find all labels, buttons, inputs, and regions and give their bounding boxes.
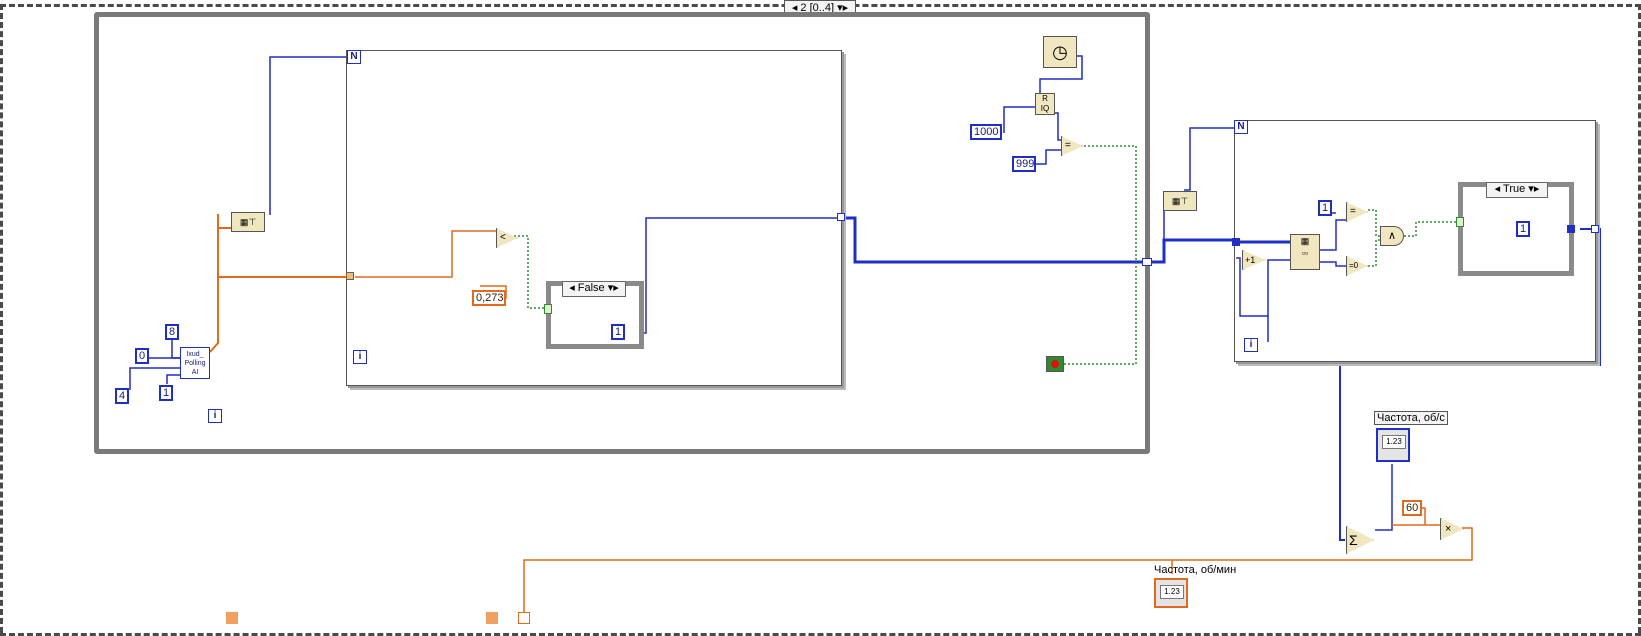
freq-rps-value: 1.23: [1382, 435, 1406, 449]
loop-count-n-right: N: [1234, 120, 1248, 134]
timeout-constant[interactable]: 1000: [970, 124, 1002, 140]
sequence-selector-label: 2 [0..4]: [800, 2, 835, 14]
constant-0[interactable]: 0: [135, 348, 149, 364]
freq-rpm-indicator[interactable]: 1.23: [1154, 578, 1188, 608]
sequence-bottom-border: [0, 622, 1641, 636]
inner-true-constant-1[interactable]: 1: [1516, 221, 1530, 237]
stop-dot-icon: [1051, 360, 1059, 368]
multiplier-constant-60[interactable]: 60: [1402, 500, 1422, 516]
sequence-tunnel-1: [226, 612, 238, 624]
index-array-node: ▦▫▫: [1290, 234, 1320, 270]
constant-4[interactable]: 4: [115, 388, 129, 404]
case-constant-1[interactable]: 1: [611, 324, 625, 340]
case-label-false: False: [577, 282, 605, 294]
tunnel-out-right: [1567, 225, 1575, 233]
stop-button-icon[interactable]: [1046, 356, 1064, 372]
freq-rpm-label: Частота, об/мин: [1154, 564, 1237, 576]
constant-8[interactable]: 8: [165, 324, 179, 340]
freq-rps-label: Частота, об/с: [1374, 411, 1448, 425]
case-selector-true[interactable]: ◂ True ▾▸: [1486, 182, 1548, 198]
freq-rps-indicator[interactable]: 1.23: [1376, 428, 1410, 462]
polling-ai-subvi[interactable]: Ixud_ Polling AI: [180, 347, 210, 379]
constant-1[interactable]: 1: [159, 385, 173, 401]
case-selector-terminal: [544, 304, 552, 314]
shift-register-left: [1232, 238, 1240, 246]
tunnel-in: [346, 272, 354, 280]
while-tunnel-out: [1142, 258, 1152, 266]
prev-arrow-icon[interactable]: ◂: [791, 2, 798, 14]
array-to-waveform-right-icon: ▦⊤: [1163, 191, 1197, 211]
count-constant[interactable]: 999: [1012, 156, 1036, 172]
case-selector-false[interactable]: ◂ False ▾▸: [562, 281, 626, 297]
loop-tunnel-right: [1591, 225, 1599, 233]
dropdown-arrow-icon[interactable]: ▾▸: [837, 2, 849, 14]
right-constant-1[interactable]: 1: [1318, 200, 1332, 216]
clock-icon: ◷: [1043, 36, 1077, 68]
case-label-true: True: [1503, 183, 1526, 195]
sequence-tunnel-3: [518, 612, 530, 624]
loop-iteration-i-left: i: [353, 350, 367, 364]
sequence-tunnel-2: [486, 612, 498, 624]
while-loop-frame: [94, 12, 1150, 454]
loop-count-n-left: N: [347, 50, 361, 64]
loop-iteration-i-while: i: [208, 409, 222, 423]
loop-iteration-i-right: i: [1244, 338, 1258, 352]
and-node: ∧: [1380, 226, 1404, 246]
case-terminal-right: [1456, 217, 1464, 227]
threshold-constant[interactable]: 0,273: [472, 290, 506, 306]
freq-rpm-value: 1.23: [1160, 585, 1184, 599]
tunnel-out: [837, 213, 845, 221]
array-to-waveform-icon: ▦⊤: [231, 212, 265, 232]
